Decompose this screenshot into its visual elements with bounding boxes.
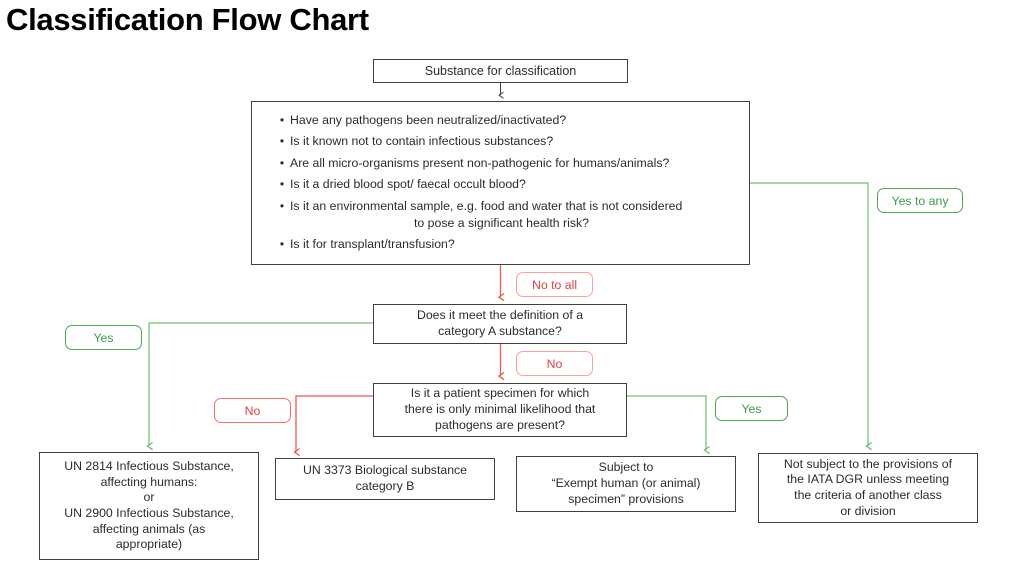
node-un2814-un2900-result[interactable]: UN 2814 Infectious Substance, affecting … (39, 452, 259, 560)
connector-patient-no-to-un3373 (293, 395, 373, 457)
node-patient-specimen-label: Is it a patient specimen for which there… (404, 386, 596, 432)
edge-label-no-to-all: No to all (516, 272, 593, 297)
node-category-a-question[interactable]: Does it meet the definition of a categor… (373, 304, 627, 344)
connector-categorya-yes-to-un2814 (146, 322, 373, 451)
question-bullet-3-text: Are all micro-organisms present non-path… (290, 155, 670, 170)
question-bullet-2: • Is it known not to contain infectious … (252, 131, 749, 152)
node-not-subject-result[interactable]: Not subject to the provisions of the IAT… (758, 453, 978, 523)
node-exempt-label: Subject to “Exempt human (or animal) spe… (551, 460, 701, 506)
bullet-icon: • (279, 177, 285, 192)
node-exempt-specimen-result[interactable]: Subject to “Exempt human (or animal) spe… (516, 456, 736, 512)
node-category-a-label: Does it meet the definition of a categor… (416, 308, 584, 338)
question-bullet-1-text: Have any pathogens been neutralized/inac… (290, 113, 567, 127)
question-bullet-4: • Is it a dried blood spot/ faecal occul… (252, 174, 749, 195)
node-un3373-label: UN 3373 Biological substance category B (302, 463, 468, 493)
edge-label-no-category-a: No (516, 351, 593, 376)
edge-label-no-patient-specimen: No (214, 398, 291, 423)
question-bullet-5: • Is it an environmental sample, e.g. fo… (252, 196, 749, 234)
question-bullet-2-text: Is it known not to contain infectious su… (290, 134, 554, 149)
bullet-icon: • (279, 155, 285, 170)
edge-label-yes-patient-specimen: Yes (715, 396, 788, 421)
bullet-icon: • (279, 236, 285, 251)
question-bullet-1: • Have any pathogens been neutralized/in… (252, 110, 749, 131)
question-bullet-3: • Are all micro-organisms present non-pa… (252, 153, 749, 174)
node-un2814-label: UN 2814 Infectious Substance, affecting … (64, 458, 234, 552)
bullet-icon: • (279, 113, 285, 127)
node-un3373-result[interactable]: UN 3373 Biological substance category B (275, 458, 495, 500)
node-start-label: Substance for classification (424, 64, 577, 78)
question-bullet-4-text: Is it a dried blood spot/ faecal occult … (290, 177, 526, 192)
node-screening-questions[interactable]: • Have any pathogens been neutralized/in… (251, 101, 750, 265)
question-bullet-6: • Is it for transplant/transfusion? (252, 234, 749, 255)
connector-patient-yes-to-exempt (627, 395, 710, 455)
edge-label-yes-category-a: Yes (65, 325, 142, 350)
page-title: Classification Flow Chart (6, 2, 369, 37)
node-patient-specimen-question[interactable]: Is it a patient specimen for which there… (373, 383, 627, 437)
question-bullet-5-line2: to pose a significant health risk? (414, 215, 589, 230)
bullet-icon: • (279, 134, 285, 149)
question-bullet-5-text: Is it an environmental sample, e.g. food… (290, 198, 739, 232)
node-substance-for-classification[interactable]: Substance for classification (373, 59, 628, 83)
connector-questions-yes-to-notsubject (750, 182, 872, 451)
bullet-icon: • (279, 198, 285, 213)
node-not-subject-label: Not subject to the provisions of the IAT… (783, 456, 953, 518)
question-bullet-5-line1: Is it an environmental sample, e.g. food… (290, 198, 683, 213)
question-bullet-6-text: Is it for transplant/transfusion? (290, 236, 455, 251)
edge-label-yes-to-any: Yes to any (877, 188, 963, 213)
